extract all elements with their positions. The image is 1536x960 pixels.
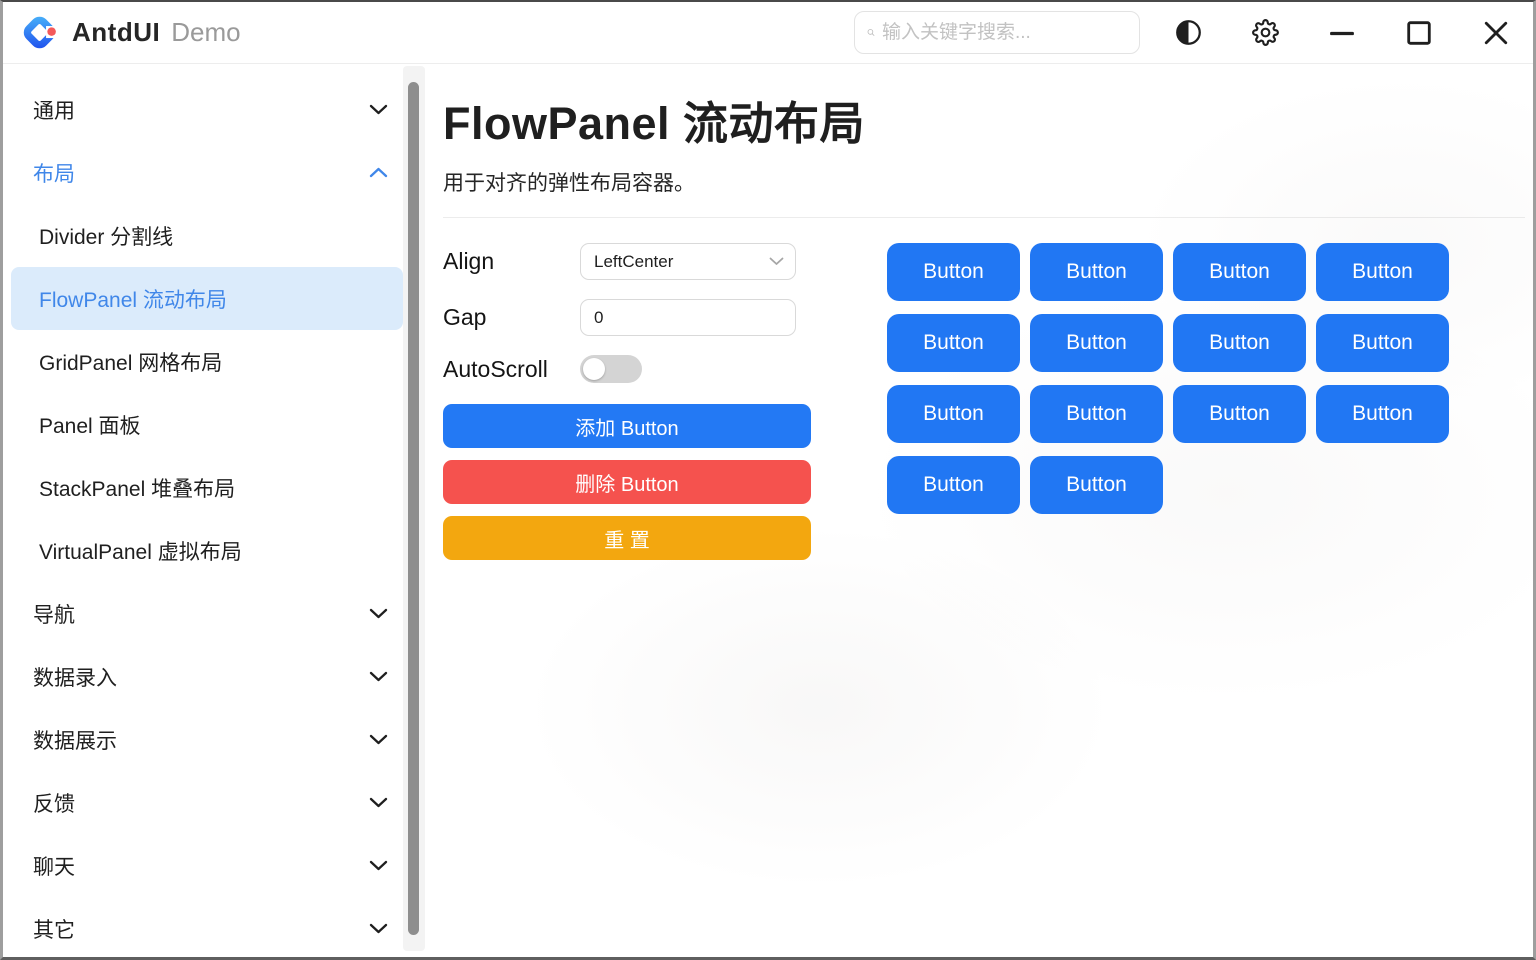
toggle-knob <box>583 358 605 380</box>
reset-button[interactable]: 重 置 <box>443 516 811 560</box>
align-select-value: LeftCenter <box>594 251 674 271</box>
sidebar-nav: 通用 布局 Divider 分割线 FlowPanel 流动布局 GridPan… <box>3 65 403 957</box>
flow-button[interactable]: Button <box>1030 314 1163 372</box>
sidebar-item-label: Panel 面板 <box>39 414 141 438</box>
flow-button[interactable]: Button <box>1030 456 1163 514</box>
page-subtitle: 用于对齐的弹性布局容器。 <box>443 172 695 195</box>
flow-button[interactable]: Button <box>1316 314 1449 372</box>
settings-gear-icon[interactable] <box>1250 18 1280 48</box>
sidebar-item-gridpanel[interactable]: GridPanel 网格布局 <box>11 330 403 393</box>
search-box[interactable] <box>854 11 1140 54</box>
theme-contrast-icon[interactable] <box>1173 18 1203 48</box>
chevron-down-icon <box>769 257 784 265</box>
delete-button[interactable]: 删除 Button <box>443 460 811 504</box>
sidebar-group-label: 通用 <box>33 99 75 123</box>
maximize-icon[interactable] <box>1404 18 1434 48</box>
sidebar-group-chat[interactable]: 聊天 <box>11 834 403 897</box>
add-button[interactable]: 添加 Button <box>443 404 811 448</box>
flow-button[interactable]: Button <box>1030 385 1163 443</box>
search-icon <box>867 29 875 36</box>
sidebar-item-label: VirtualPanel 虚拟布局 <box>39 540 242 564</box>
sidebar-group-general[interactable]: 通用 <box>11 78 403 141</box>
gap-row: Gap <box>443 299 811 336</box>
chevron-down-icon <box>369 860 388 871</box>
sidebar-group-navigation[interactable]: 导航 <box>11 582 403 645</box>
align-label: Align <box>443 248 495 274</box>
sidebar-group-data-display[interactable]: 数据展示 <box>11 708 403 771</box>
sidebar-item-label: GridPanel 网格布局 <box>39 351 223 375</box>
sidebar-item-label: Divider 分割线 <box>39 225 174 249</box>
sidebar-group-other[interactable]: 其它 <box>11 897 403 960</box>
chevron-down-icon <box>369 797 388 808</box>
sidebar-group-layout[interactable]: 布局 <box>11 141 403 204</box>
flow-button[interactable]: Button <box>1173 243 1306 301</box>
sidebar-item-virtualpanel[interactable]: VirtualPanel 虚拟布局 <box>11 519 403 582</box>
content-divider <box>443 217 1525 218</box>
sidebar-group-label: 数据录入 <box>33 666 117 690</box>
chevron-up-icon <box>369 167 388 178</box>
autoscroll-label: AutoScroll <box>443 355 548 382</box>
page-title: FlowPanel 流动布局 <box>443 98 866 149</box>
sidebar-group-label: 反馈 <box>33 792 75 816</box>
chevron-down-icon <box>369 923 388 934</box>
sidebar-item-flowpanel[interactable]: FlowPanel 流动布局 <box>11 267 403 330</box>
flow-button[interactable]: Button <box>1316 243 1449 301</box>
flow-button[interactable]: Button <box>1030 243 1163 301</box>
sidebar-group-data-entry[interactable]: 数据录入 <box>11 645 403 708</box>
search-input[interactable] <box>882 21 1127 44</box>
action-buttons: 添加 Button 删除 Button 重 置 <box>443 404 811 560</box>
sidebar-item-stackpanel[interactable]: StackPanel 堆叠布局 <box>11 456 403 519</box>
autoscroll-row: AutoScroll <box>443 355 811 383</box>
align-row: Align LeftCenter <box>443 243 811 280</box>
flow-button[interactable]: Button <box>887 385 1020 443</box>
sidebar-item-label: FlowPanel 流动布局 <box>39 288 227 312</box>
gap-input[interactable] <box>580 299 796 336</box>
antdui-logo-icon <box>23 16 59 49</box>
sidebar-group-feedback[interactable]: 反馈 <box>11 771 403 834</box>
demo-area: Align LeftCenter Gap AutoScroll <box>443 243 1525 572</box>
flow-button[interactable]: Button <box>887 243 1020 301</box>
sidebar-scrollbar-thumb[interactable] <box>408 82 419 935</box>
sidebar-item-divider[interactable]: Divider 分割线 <box>11 204 403 267</box>
app-title-suffix: Demo <box>171 17 241 47</box>
chevron-down-icon <box>369 608 388 619</box>
titlebar-actions <box>1173 18 1511 48</box>
minimize-icon[interactable] <box>1327 18 1357 48</box>
sidebar-scrollbar-track[interactable] <box>403 66 425 951</box>
autoscroll-toggle[interactable] <box>580 355 642 383</box>
sidebar-group-label: 聊天 <box>33 855 75 879</box>
config-form: Align LeftCenter Gap AutoScroll <box>443 243 811 572</box>
sidebar-group-label: 布局 <box>33 162 75 186</box>
flow-button[interactable]: Button <box>1316 385 1449 443</box>
app-title: AntdUI <box>72 17 161 47</box>
chevron-down-icon <box>369 671 388 682</box>
title-bar: AntdUI Demo <box>3 2 1533 64</box>
chevron-down-icon <box>369 734 388 745</box>
align-select[interactable]: LeftCenter <box>580 243 796 280</box>
sidebar-group-label: 导航 <box>33 603 75 627</box>
flow-button[interactable]: Button <box>1173 385 1306 443</box>
flow-button[interactable]: Button <box>887 456 1020 514</box>
sidebar-item-label: StackPanel 堆叠布局 <box>39 477 236 501</box>
close-icon[interactable] <box>1481 18 1511 48</box>
sidebar-group-label: 其它 <box>33 918 75 942</box>
flow-button[interactable]: Button <box>1173 314 1306 372</box>
gap-label: Gap <box>443 304 487 330</box>
chevron-down-icon <box>369 104 388 115</box>
flow-button[interactable]: Button <box>887 314 1020 372</box>
sidebar-group-label: 数据展示 <box>33 729 117 753</box>
sidebar-item-panel[interactable]: Panel 面板 <box>11 393 403 456</box>
main-content: FlowPanel 流动布局 用于对齐的弹性布局容器。 Align LeftCe… <box>435 65 1533 957</box>
